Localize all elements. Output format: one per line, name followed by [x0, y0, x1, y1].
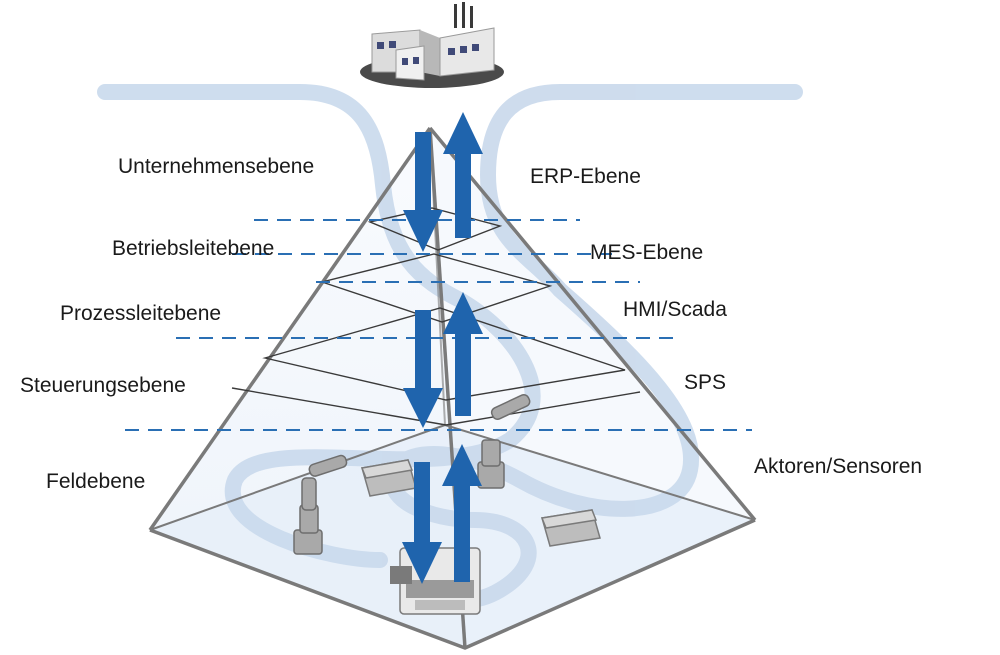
communication-arrows: [402, 112, 483, 584]
crate-icon-2: [540, 509, 601, 547]
arrow-down-icon: [403, 310, 443, 428]
label-mes-level: MES-Ebene: [590, 241, 704, 264]
arrow-down-icon: [402, 462, 442, 584]
arrow-up-icon: [443, 112, 483, 238]
robot-arm-icon: [293, 454, 348, 555]
arrow-up-icon: [443, 292, 483, 416]
label-process-control-level: Prozessleitebene: [60, 302, 222, 325]
factory-icon: [360, 2, 504, 88]
label-field-level: Feldebene: [46, 470, 146, 493]
arrow-down-icon: [403, 132, 443, 252]
label-plant-management-level: Betriebsleitebene: [112, 237, 275, 260]
pyramid-base: [150, 425, 755, 648]
label-erp-level: ERP-Ebene: [530, 165, 641, 188]
arrow-up-icon: [442, 444, 482, 582]
label-enterprise-level: Unternehmensebene: [118, 155, 315, 178]
pyramid-faces: [150, 128, 755, 648]
information-flow-band: [97, 84, 803, 609]
label-sps: SPS: [684, 371, 727, 394]
label-control-level: Steuerungsebene: [20, 374, 186, 397]
robot-arm-icon-2: [477, 393, 531, 489]
label-hmi-scada: HMI/Scada: [623, 298, 727, 321]
label-actuators-sensors: Aktoren/Sensoren: [754, 455, 923, 478]
